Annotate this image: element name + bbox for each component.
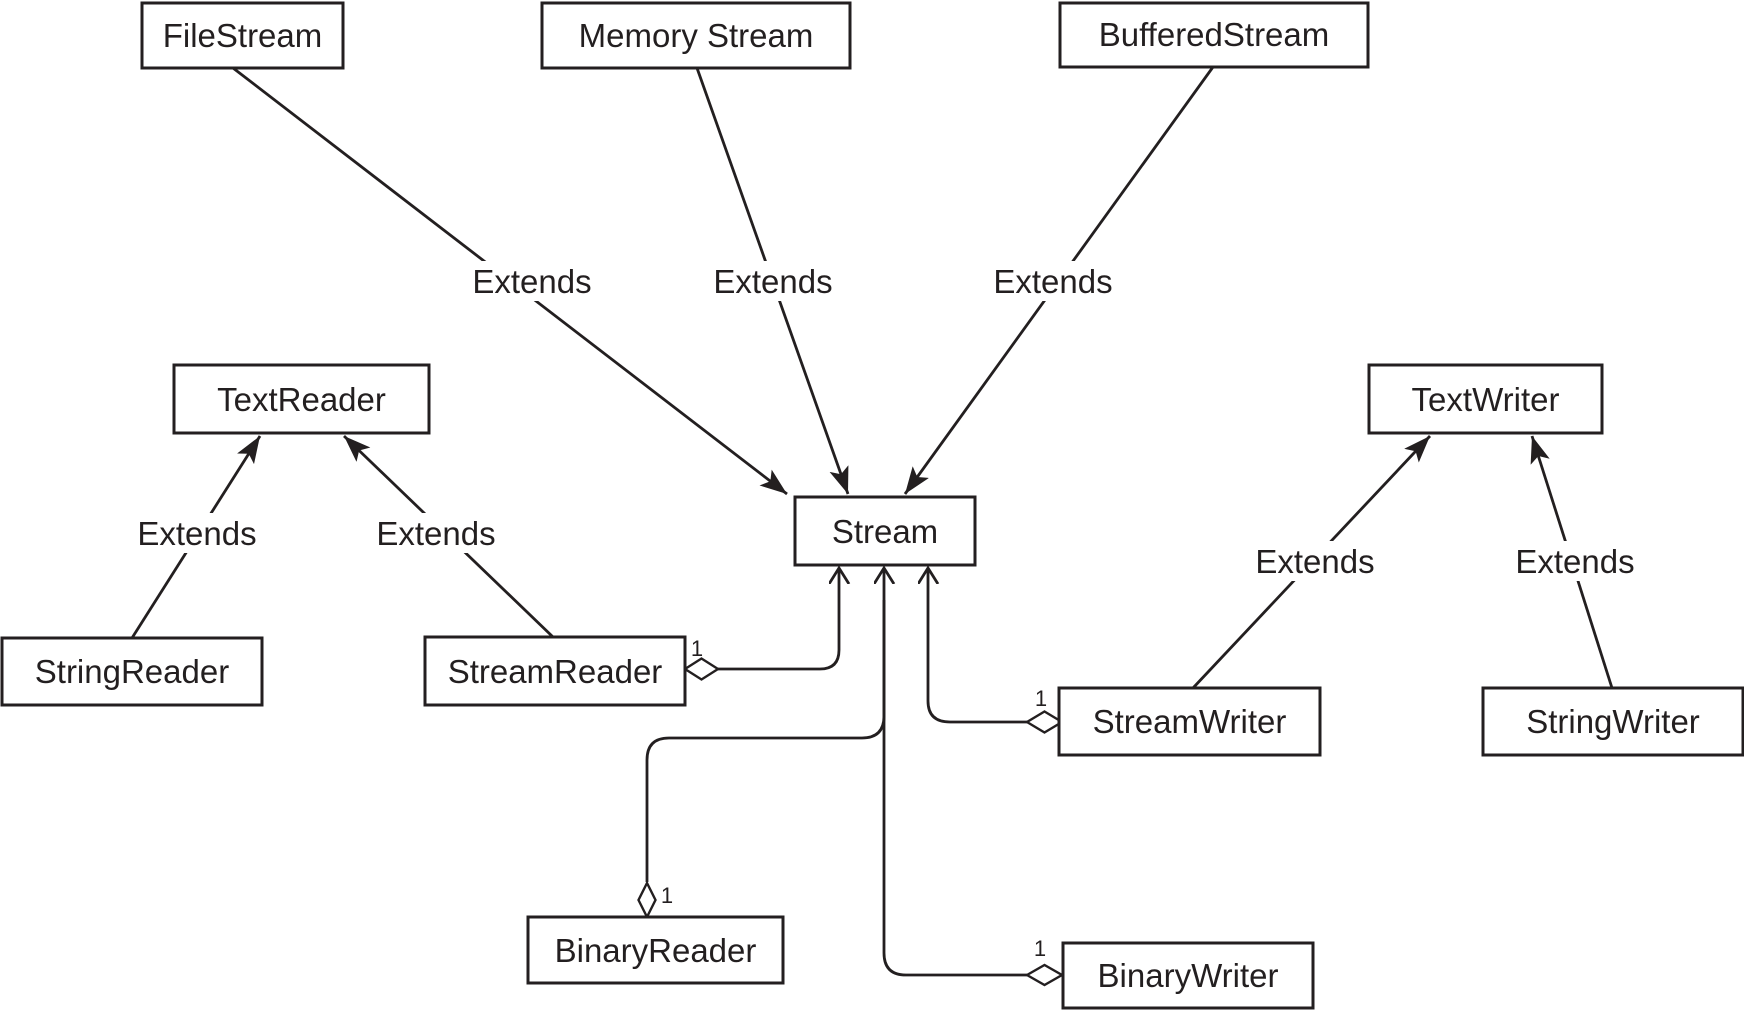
class-box-streamwriter — [1057, 686, 1322, 757]
edge-label-stringwriter-extends: Extends — [1515, 543, 1634, 580]
edge-label-streamreader-extends: Extends — [376, 515, 495, 552]
class-box-textwriter — [1367, 363, 1604, 435]
edge-label-bufferedstream-extends: Extends — [993, 263, 1112, 300]
class-box-stream — [793, 495, 977, 567]
class-label-memorystream: Memory Stream — [579, 17, 814, 54]
class-box-streamreader — [423, 635, 687, 707]
aggregation-diamond-streamwriter — [1024, 710, 1065, 734]
class-label-stream: Stream — [832, 513, 938, 550]
multiplicity-binaryreader: 1 — [661, 883, 673, 908]
class-label-binaryreader: BinaryReader — [555, 932, 757, 969]
edge-label-streamwriter-extends: Extends — [1255, 543, 1374, 580]
class-label-bufferedstream: BufferedStream — [1099, 16, 1330, 53]
edge-binarywriter-aggregates-stream — [884, 568, 1027, 977]
class-label-filestream: FileStream — [163, 17, 323, 54]
edge-streamwriter-aggregates-stream — [928, 568, 1030, 724]
multiplicity-streamreader: 1 — [691, 636, 703, 661]
edge-label-filestream-extends: Extends — [472, 263, 591, 300]
aggregation-diamond-streamreader — [682, 657, 721, 681]
class-box-binarywriter — [1061, 941, 1315, 1010]
multiplicity-streamwriter: 1 — [1035, 686, 1047, 711]
class-label-streamwriter: StreamWriter — [1093, 703, 1287, 740]
class-label-stringwriter: StringWriter — [1526, 703, 1700, 740]
aggregation-diamond-binarywriter — [1024, 963, 1065, 987]
edge-label-memorystream-extends: Extends — [713, 263, 832, 300]
edge-binaryreader-aggregates-stream — [645, 600, 886, 882]
aggregation-diamond-binaryreader — [637, 880, 657, 920]
class-label-stringreader: StringReader — [35, 653, 229, 690]
class-box-stringwriter — [1481, 686, 1744, 757]
class-box-stringreader — [0, 636, 264, 707]
class-label-textwriter: TextWriter — [1412, 381, 1560, 418]
multiplicity-binarywriter: 1 — [1034, 936, 1046, 961]
class-box-filestream — [140, 1, 345, 70]
class-label-streamreader: StreamReader — [448, 653, 663, 690]
edge-streamreader-aggregates-stream — [718, 568, 839, 671]
class-box-bufferedstream — [1058, 1, 1370, 69]
class-box-textreader — [172, 363, 431, 435]
class-label-binarywriter: BinaryWriter — [1098, 957, 1279, 994]
edge-label-stringreader-extends: Extends — [137, 515, 256, 552]
class-box-binaryreader — [526, 915, 785, 985]
class-box-memorystream — [540, 1, 852, 70]
class-label-textreader: TextReader — [217, 381, 386, 418]
